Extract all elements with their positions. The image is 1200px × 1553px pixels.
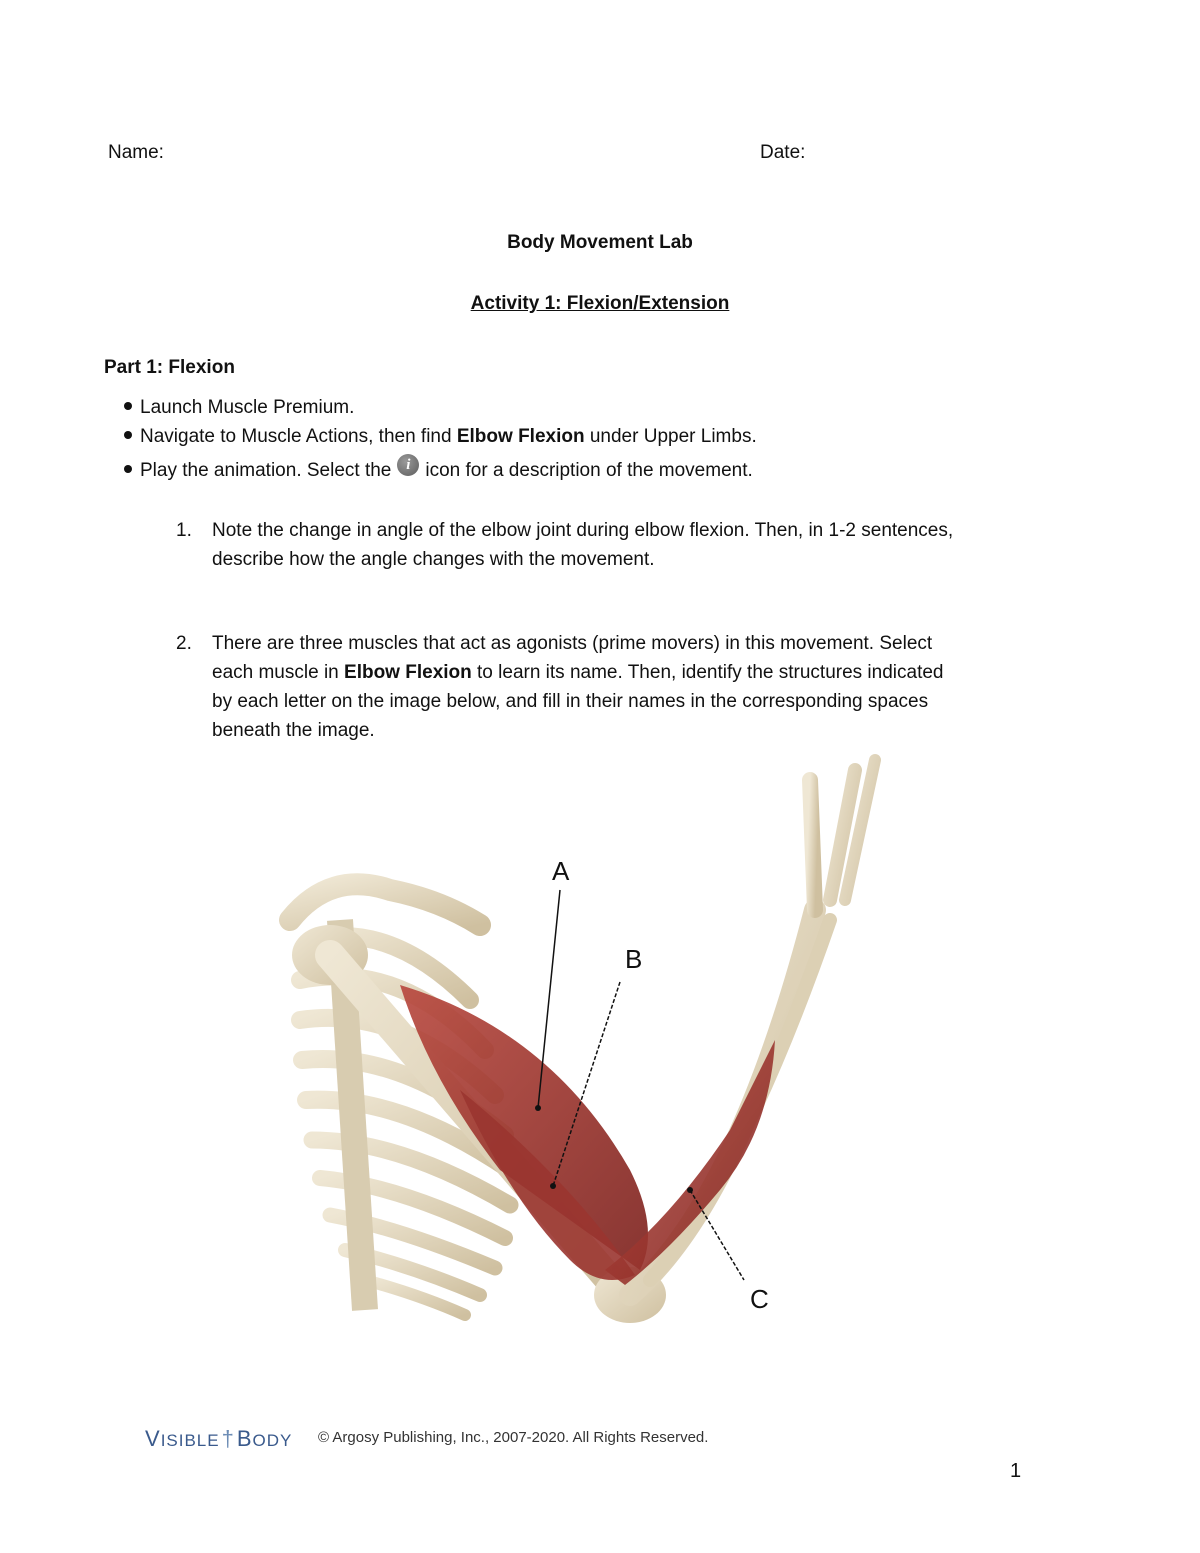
figure-label-c: C bbox=[750, 1284, 769, 1314]
question-text: to learn its name. Then, identify the st… bbox=[471, 662, 944, 683]
info-icon: i bbox=[397, 454, 420, 476]
leader-line-c bbox=[689, 1189, 745, 1281]
question-line: describe how the angle changes with the … bbox=[212, 549, 655, 570]
bullet-text: under Upper Limbs. bbox=[584, 426, 757, 447]
question-1-number: 1. bbox=[176, 520, 192, 541]
bullet-text: Play the animation. Select the bbox=[140, 460, 392, 482]
page-title: Body Movement Lab bbox=[507, 232, 693, 253]
bullet-bold-text: Elbow Flexion bbox=[456, 426, 585, 447]
question-text: each muscle in bbox=[212, 662, 345, 683]
question-2-text: There are three muscles that act as agon… bbox=[212, 629, 1072, 745]
bullet-dot bbox=[124, 465, 132, 473]
bullet-launch: Launch Muscle Premium. bbox=[124, 397, 354, 419]
logo-text: ODY bbox=[252, 1431, 293, 1450]
bullet-text: Navigate to Muscle Actions, then find bbox=[140, 426, 457, 447]
leader-dot-b bbox=[550, 1183, 556, 1189]
arm-skeleton-figure: A B C bbox=[279, 754, 881, 1323]
leader-dot-a bbox=[535, 1105, 541, 1111]
logo-letter: B bbox=[236, 1426, 253, 1451]
bullet-dot bbox=[124, 430, 132, 439]
leader-line-a bbox=[537, 889, 561, 1109]
question-bold-text: Elbow Flexion bbox=[344, 662, 472, 683]
brachioradialis-muscle bbox=[605, 1040, 775, 1285]
bullet-text: icon for a description of the movement. bbox=[425, 460, 753, 482]
question-line: beneath the image. bbox=[212, 720, 375, 741]
biceps-brachii-muscle bbox=[400, 985, 648, 1270]
finger-bone bbox=[823, 763, 862, 907]
bullet-navigate: Navigate to Muscle Actions, then find El… bbox=[124, 426, 757, 448]
part-title: Part 1: Flexion bbox=[104, 357, 235, 378]
brachialis-muscle bbox=[460, 1090, 635, 1280]
logo-letter: V bbox=[145, 1426, 161, 1451]
activity-title: Activity 1: Flexion/Extension bbox=[470, 293, 730, 314]
logo-text: ISIBLE bbox=[160, 1431, 220, 1450]
logo-figure-icon: † bbox=[221, 1426, 235, 1451]
question-line: There are three muscles that act as agon… bbox=[212, 633, 933, 654]
question-2-number: 2. bbox=[176, 633, 192, 654]
copyright-text: © Argosy Publishing, Inc., 2007-2020. Al… bbox=[318, 1429, 709, 1446]
date-label: Date: bbox=[760, 142, 806, 163]
clavicle bbox=[279, 873, 491, 936]
finger-bone bbox=[802, 772, 823, 918]
leader-dot-c bbox=[687, 1187, 693, 1193]
figure-label-a: A bbox=[552, 856, 570, 886]
question-line: each muscle in Elbow Flexion to learn it… bbox=[212, 658, 1072, 687]
finger-bone bbox=[839, 754, 881, 906]
bullet-text: Launch Muscle Premium. bbox=[140, 397, 355, 418]
figure-label-b: B bbox=[625, 944, 642, 974]
question-1-text: Note the change in angle of the elbow jo… bbox=[212, 516, 1072, 574]
page-number: 1 bbox=[1010, 1460, 1022, 1482]
question-line: Note the change in angle of the elbow jo… bbox=[212, 520, 954, 541]
visible-body-logo: VISIBLE†BODY bbox=[145, 1426, 292, 1452]
question-line: by each letter on the image below, and f… bbox=[212, 691, 929, 712]
bullet-dot bbox=[124, 401, 132, 410]
name-label: Name: bbox=[108, 142, 164, 163]
